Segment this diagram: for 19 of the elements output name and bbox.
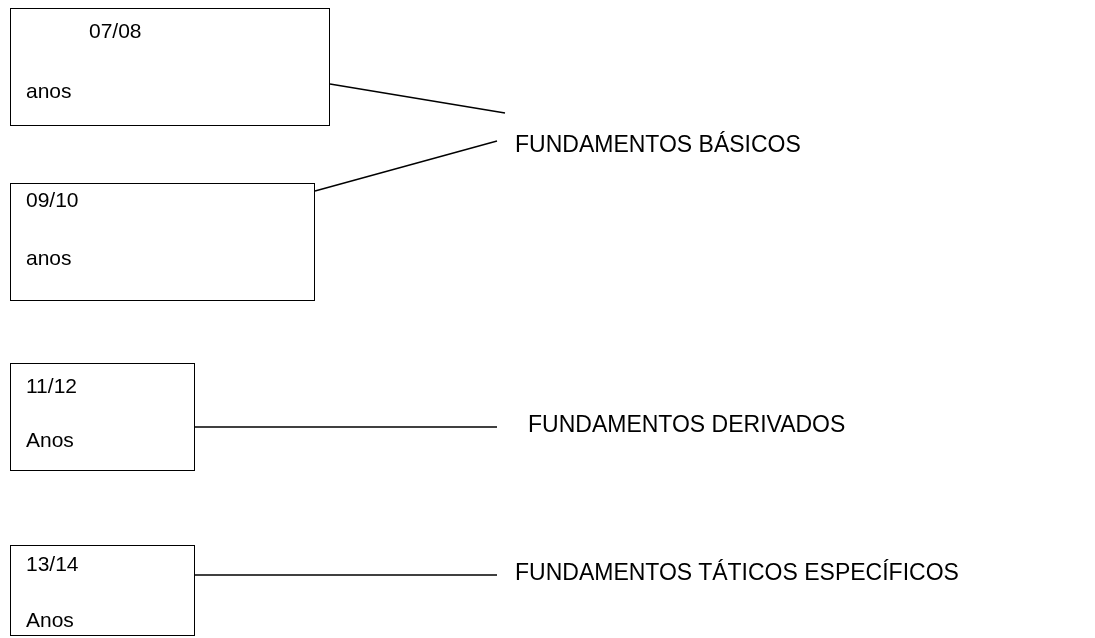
- connector-line: [194, 426, 498, 428]
- box-text: 11/12: [26, 374, 77, 398]
- age-box: [10, 363, 195, 471]
- age-box: [10, 183, 315, 301]
- box-text: 09/10: [26, 188, 79, 212]
- category-label: FUNDAMENTOS TÁTICOS ESPECÍFICOS: [515, 560, 959, 586]
- box-text: anos: [26, 79, 72, 103]
- age-box: [10, 8, 330, 126]
- box-text: anos: [26, 246, 72, 270]
- box-text: Anos: [26, 608, 74, 632]
- box-text: Anos: [26, 428, 74, 452]
- box-text: 13/14: [26, 552, 79, 576]
- category-label: FUNDAMENTOS DERIVADOS: [528, 412, 846, 438]
- connector-line: [329, 83, 506, 114]
- connector-line: [314, 140, 498, 192]
- category-label: FUNDAMENTOS BÁSICOS: [515, 132, 801, 158]
- age-box: [10, 545, 195, 636]
- box-text: 07/08: [89, 19, 142, 43]
- connector-line: [194, 574, 498, 576]
